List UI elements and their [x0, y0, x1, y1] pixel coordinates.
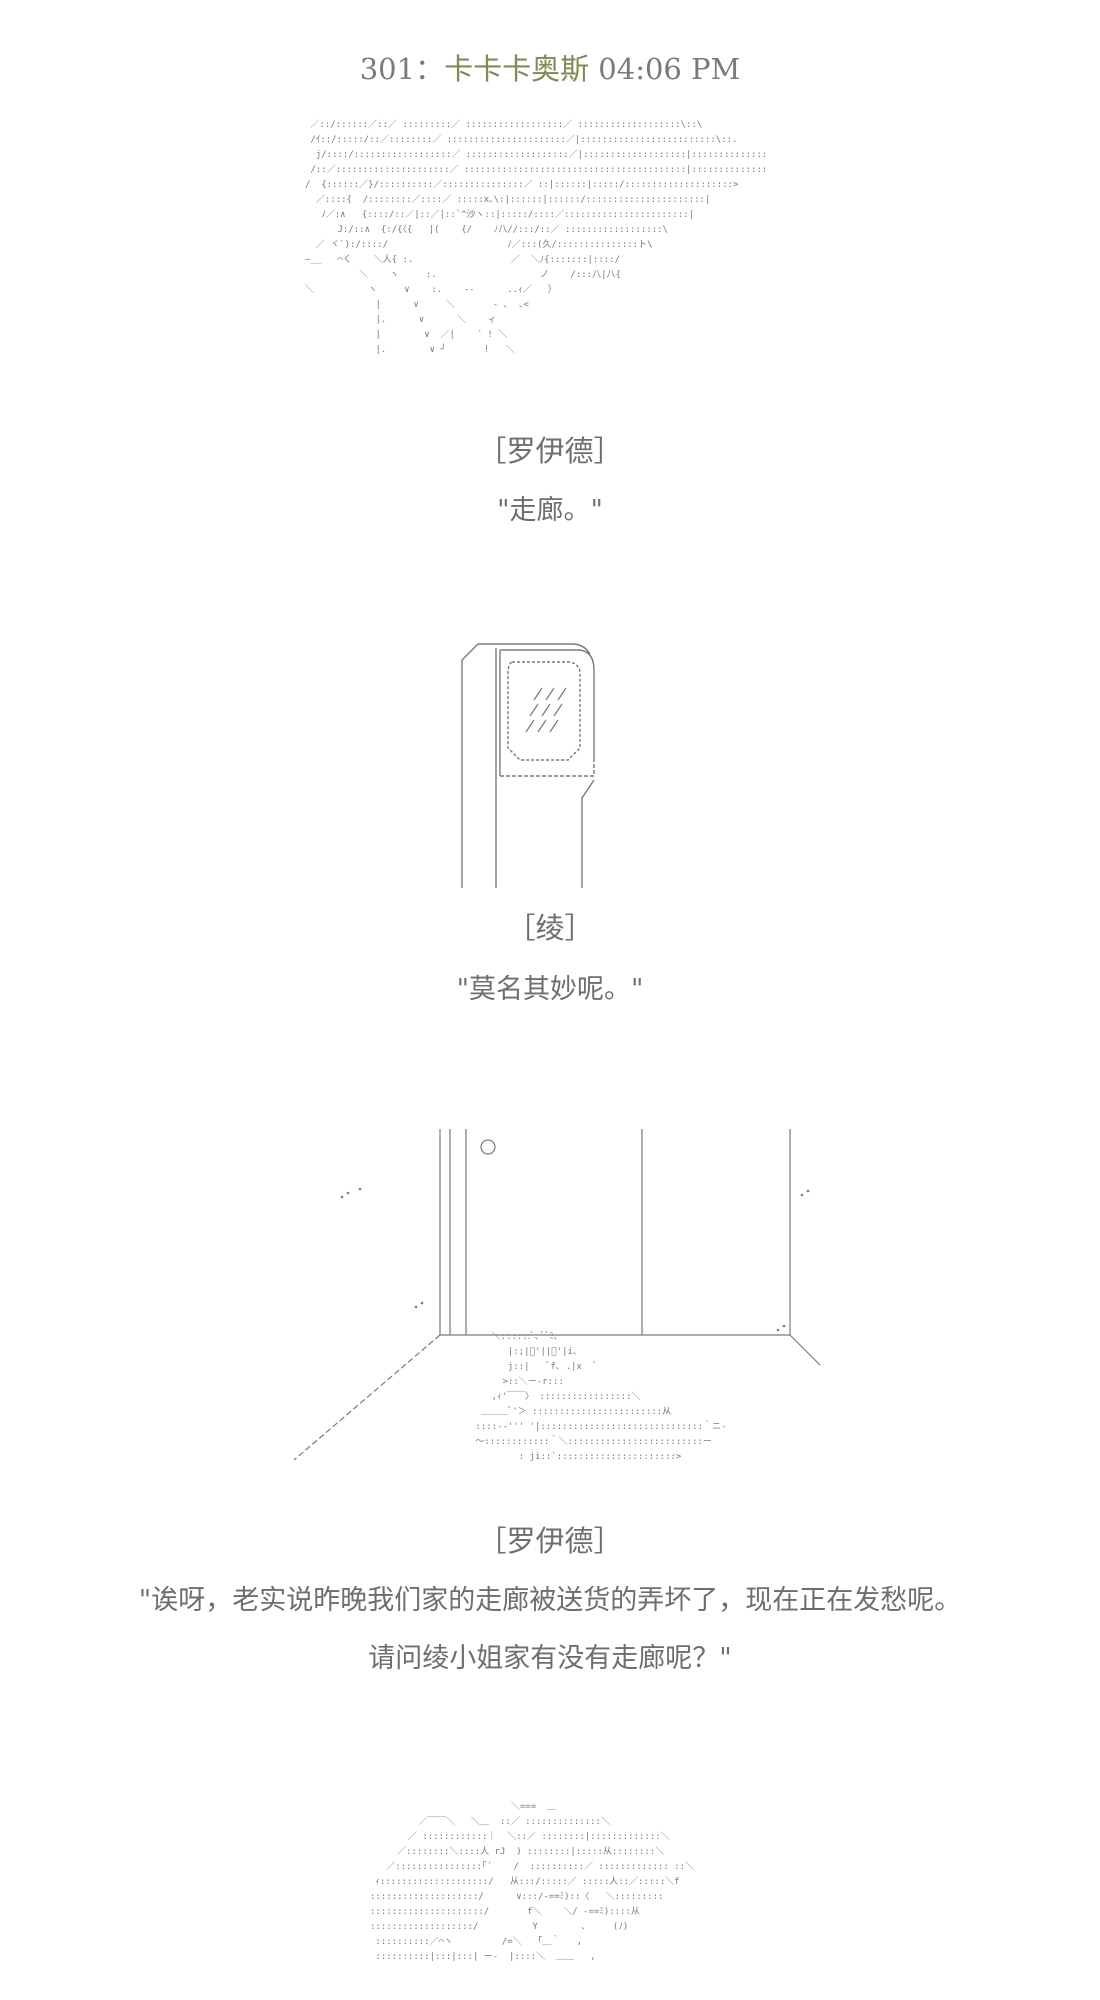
post-number: 301 — [359, 52, 416, 86]
dialogue-line-3b: 请问绫小姐家有没有走廊呢？" — [368, 1643, 732, 1674]
ascii-art-roid-face: ―__ ⌒く ＼人{ :. ／ ＼ﾉ{:::::::|::::/ ＼ ヽ :. … — [305, 255, 621, 355]
post-separator: ： — [415, 52, 445, 86]
ascii-art-roid-hair: ／::/::::::／::／ :::::::::／ ::::::::::::::… — [305, 120, 768, 250]
ascii-art-room-scene: ＼::::::ﾞ､`ﾞﾐ､ |:;|ﾞ'||､'|i､ j::| ﾞf､ .|x… — [290, 1125, 830, 1505]
speaker-label-3: ［罗伊德］ — [477, 1524, 623, 1558]
dialogue-line-2: "莫名其妙呢。" — [456, 974, 644, 1005]
speaker-label-2: ［绫］ — [506, 911, 594, 945]
post-time: 04:06 PM — [598, 52, 741, 86]
dialogue-line-3a: "诶呀，老实说昨晚我们家的走廊被送货的弄坏了，现在正在发愁呢。 — [138, 1585, 962, 1616]
dialogue-line-1: "走廊。" — [497, 495, 603, 526]
post-author[interactable]: 卡卡卡奥斯 — [444, 52, 590, 86]
ascii-art-roid-sitting: ＼::::::ﾞ､`ﾞﾐ､ |:;|ﾞ'||､'|i､ j::| ﾞf､ .|x… — [475, 1332, 727, 1462]
speaker-grille-icon — [525, 687, 567, 733]
ascii-art-bottom-character: ＼=== ＿ ／￣￣＼ ＼＿ ::／ ::::::::::::::＼ ／ :::… — [370, 1802, 695, 1962]
room-drawing — [293, 1129, 821, 1461]
speaker-label-1: ［罗伊德］ — [477, 434, 623, 468]
post-header: 301：卡卡卡奥斯 04:06 PM — [0, 46, 1100, 88]
ascii-art-roid-portrait: ／::/::::::／::／ :::::::::／ ::::::::::::::… — [305, 118, 785, 408]
intercom-drawing — [461, 643, 595, 888]
ascii-art-intercom — [460, 640, 650, 890]
